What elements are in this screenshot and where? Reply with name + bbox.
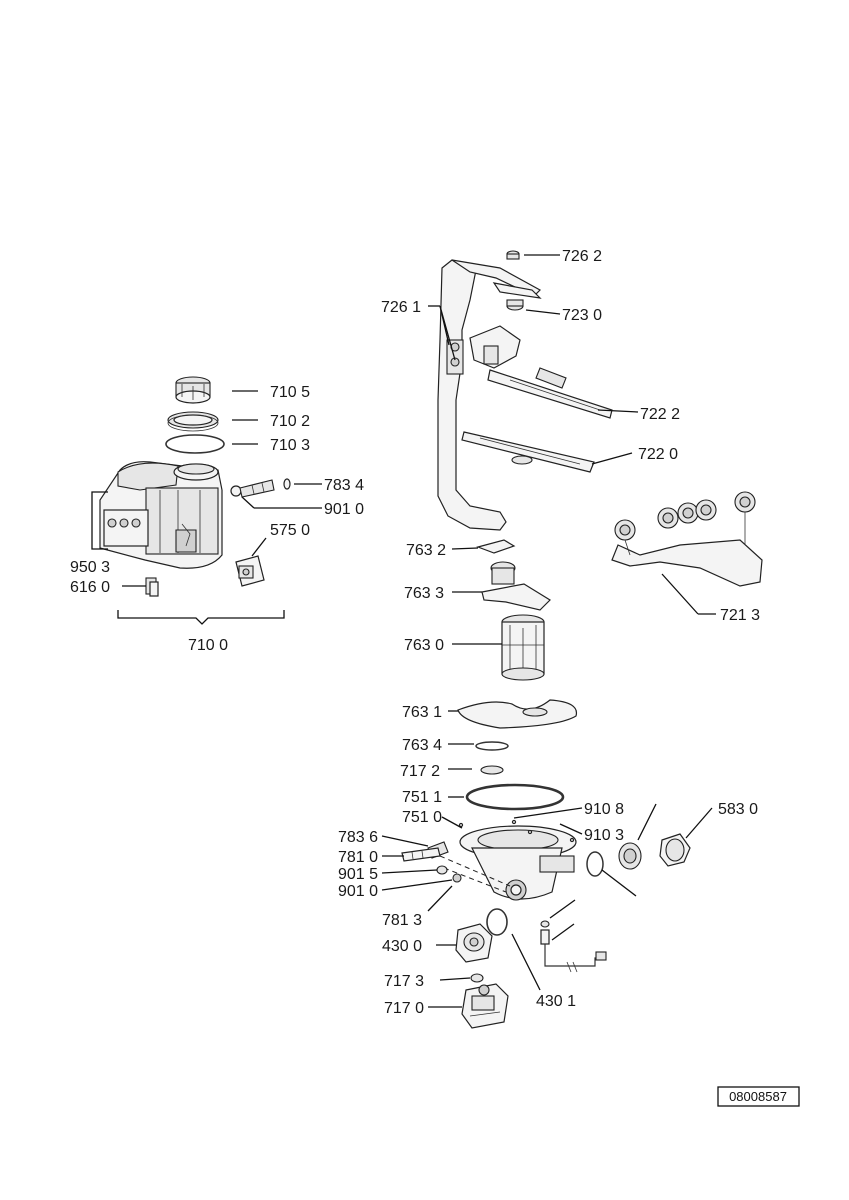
label-723-0: 723 0 <box>562 307 602 324</box>
reference-code-box: 08008587 <box>717 1086 800 1107</box>
filter-ring-part <box>475 741 509 751</box>
label-722-2: 722 2 <box>640 406 680 423</box>
label-721-3: 721 3 <box>720 607 760 624</box>
part-labels: 726 2 726 1 723 0 722 2 722 0 710 5 710 … <box>70 248 760 1017</box>
lower-spray-arm-part <box>461 431 595 473</box>
pump-gasket-part <box>486 908 508 936</box>
reference-code: 08008587 <box>729 1089 787 1104</box>
label-717-3: 717 3 <box>384 973 424 990</box>
drain-pump-gasket-part <box>586 851 604 877</box>
label-722-0: 722 0 <box>638 446 678 463</box>
nut-part <box>506 250 520 260</box>
motor-seal-part <box>470 973 484 983</box>
label-717-0: 717 0 <box>384 1000 424 1017</box>
sensor-cable-part <box>540 920 607 973</box>
label-751-0: 751 0 <box>402 809 442 826</box>
softener-ring-part <box>167 411 219 432</box>
label-910-8: 910 8 <box>584 801 624 818</box>
label-616-0: 616 0 <box>70 579 110 596</box>
label-710-0: 710 0 <box>188 637 228 654</box>
label-783-6: 783 6 <box>338 829 378 846</box>
label-710-5: 710 5 <box>270 384 310 401</box>
spray-pipe-group <box>437 250 613 531</box>
drain-pump-group <box>540 833 691 973</box>
upper-spray-arm-part <box>469 325 613 419</box>
nut-small-part <box>452 873 462 883</box>
connector-pipe-part <box>230 479 275 498</box>
wash-motor-part <box>461 983 509 1029</box>
label-430-0: 430 0 <box>382 938 422 955</box>
label-950-3: 950 3 <box>70 559 110 576</box>
label-901-0-top: 901 0 <box>324 501 364 518</box>
top-spray-arm-part <box>492 282 542 299</box>
micro-filter-plate-part <box>457 699 578 729</box>
bottom-spray-arm-part <box>611 491 763 587</box>
label-901-0-bottom: 901 0 <box>338 883 378 900</box>
label-726-1: 726 1 <box>381 299 421 316</box>
softener-body-part <box>99 461 223 569</box>
label-726-2: 726 2 <box>562 248 602 265</box>
sensor-clip-part <box>145 577 159 597</box>
label-781-0: 781 0 <box>338 849 378 866</box>
heater-element-part <box>401 847 441 862</box>
filter-clip-part <box>476 539 516 554</box>
label-430-1: 430 1 <box>536 993 576 1010</box>
filter-group <box>457 539 578 811</box>
label-901-5: 901 5 <box>338 866 378 883</box>
softener-cap-part <box>175 376 211 404</box>
label-710-3: 710 3 <box>270 437 310 454</box>
label-575-0: 575 0 <box>270 522 310 539</box>
label-763-3: 763 3 <box>404 585 444 602</box>
label-763-2: 763 2 <box>406 542 446 559</box>
heater-parts <box>401 841 462 883</box>
assembly-bracket <box>117 610 285 625</box>
sump-part <box>439 819 577 901</box>
o-ring-part <box>283 478 291 490</box>
clip-part <box>436 865 448 875</box>
softener-assembly <box>99 376 291 625</box>
label-763-4: 763 4 <box>402 737 442 754</box>
drain-pump-impeller-part <box>618 842 642 870</box>
leader-lines <box>91 254 716 1008</box>
label-763-1: 763 1 <box>402 704 442 721</box>
solenoid-valve-part <box>235 555 265 587</box>
label-910-3: 910 3 <box>584 827 624 844</box>
circulation-pump-part <box>455 923 493 963</box>
supply-pipe-part <box>437 259 507 531</box>
pump-seal-part <box>480 765 504 775</box>
label-583-0: 583 0 <box>718 801 758 818</box>
sump-gasket-part <box>465 783 565 811</box>
label-783-4: 783 4 <box>324 477 364 494</box>
label-781-3: 781 3 <box>382 912 422 929</box>
drain-pump-part <box>659 833 691 867</box>
cylinder-filter-part <box>501 614 545 681</box>
label-763-0: 763 0 <box>404 637 444 654</box>
label-751-1: 751 1 <box>402 789 442 806</box>
flat-filter-part <box>481 561 551 611</box>
label-710-2: 710 2 <box>270 413 310 430</box>
spray-connector-part <box>506 299 524 311</box>
label-717-2: 717 2 <box>400 763 440 780</box>
softener-gasket-part <box>165 434 225 454</box>
